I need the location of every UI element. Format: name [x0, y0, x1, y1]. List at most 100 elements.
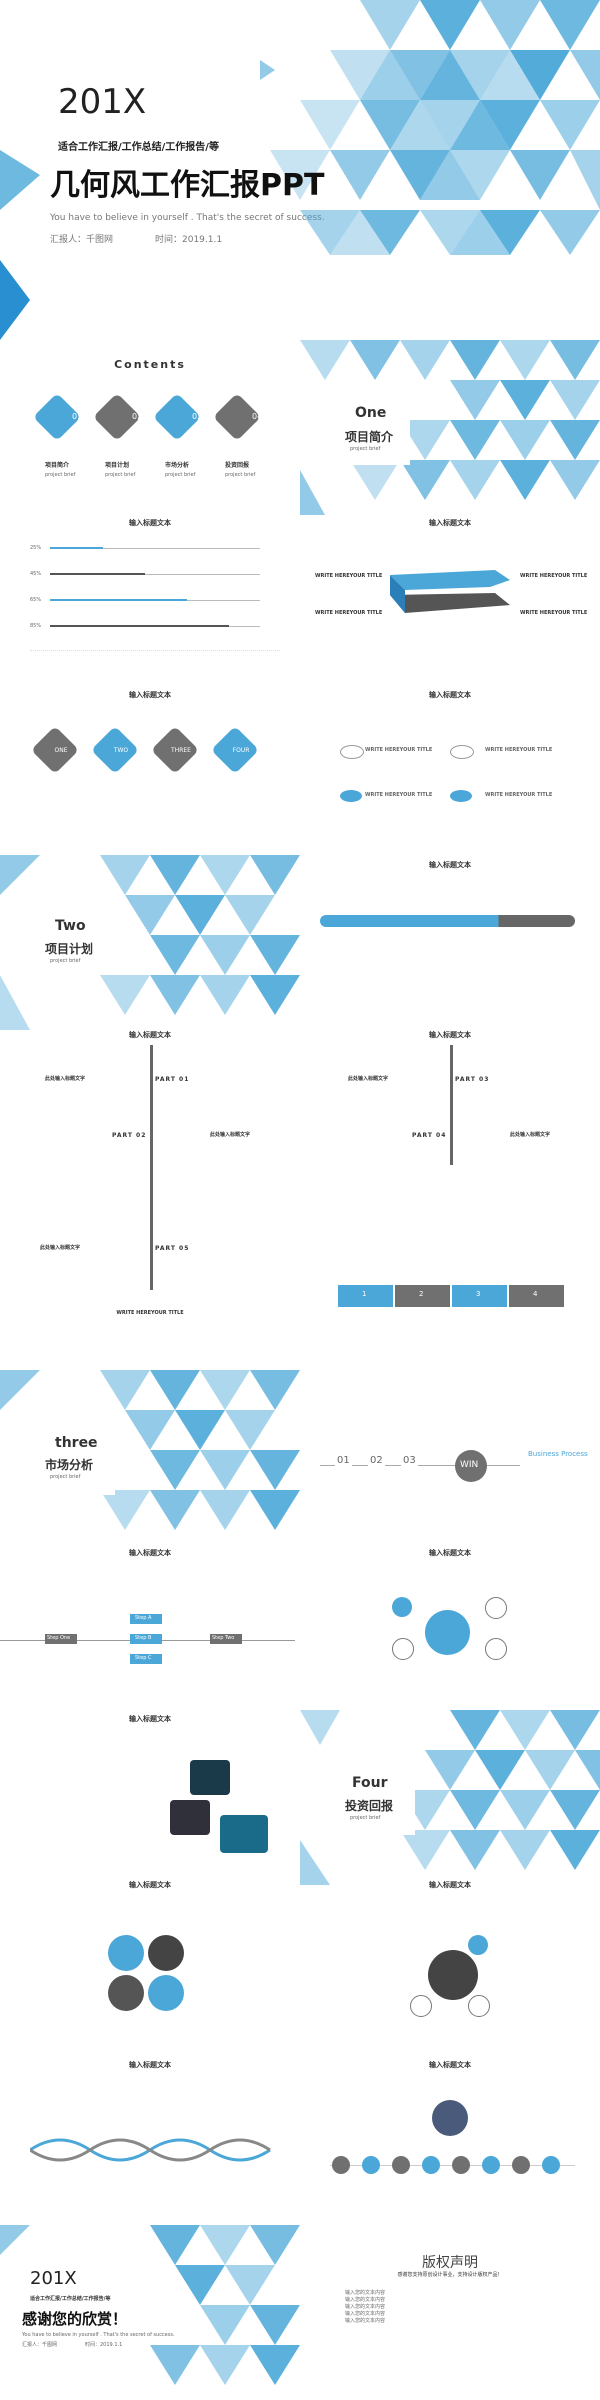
thanks-year: 201X: [30, 2268, 77, 2289]
contents-sub-2: project brief: [105, 472, 136, 478]
ribbon-title-1: WRITE HEREYOUR TITLE: [315, 573, 383, 579]
cloud-title-3: WRITE HEREYOUR TITLE: [365, 792, 433, 798]
stepbox-3[interactable]: [130, 1634, 162, 1644]
section2-sub: project brief: [50, 958, 81, 964]
cloud-title-4: WRITE HEREYOUR TITLE: [485, 792, 553, 798]
section2-pattern: [0, 855, 300, 1030]
process-win-badge[interactable]: [455, 1450, 487, 1482]
dna-caption: 输入标题文本: [129, 2061, 171, 2069]
diamonds-caption: 输入标题文本: [129, 691, 171, 699]
stepboxes-caption: 输入标题文本: [129, 1549, 171, 1557]
timeline-axis: [150, 1045, 153, 1290]
stepbox-label-1: Step One: [47, 1635, 71, 1641]
ribbon-title-2: WRITE HEREYOUR TITLE: [315, 610, 383, 616]
steps-row: 1 2 3 4: [338, 1285, 564, 1307]
radial-center: [425, 1610, 470, 1655]
cloud-icon-3: [340, 790, 362, 802]
ribbon-graphic: [390, 570, 510, 613]
cloud-icon-4: [450, 790, 472, 802]
cover-title: 几何风工作汇报PPT: [50, 168, 325, 203]
photo-circle-1: [108, 1935, 144, 1971]
progress-fill-3: [50, 599, 187, 601]
stepbox-1[interactable]: [45, 1634, 77, 1644]
slider-bar[interactable]: [320, 915, 575, 927]
process-line: [320, 1465, 520, 1466]
step-num-3: 3: [476, 1290, 481, 1298]
timeline-footer: WRITE HEREYOUR TITLE: [116, 1310, 184, 1316]
orbit-icon-3[interactable]: [410, 1995, 432, 2017]
cover-slogan-line: You have to believe in yourself . That's…: [50, 213, 325, 223]
section3-num: three: [55, 1435, 98, 1451]
cover-subtitle: 适合工作汇报/工作总结/工作报告/等: [58, 142, 219, 153]
step-box-4[interactable]: [509, 1285, 564, 1307]
stepbox-2[interactable]: [130, 1614, 162, 1624]
contents-label-2: 项目计划: [105, 462, 130, 469]
slider-caption: 输入标题文本: [429, 861, 471, 869]
step-box-1[interactable]: [338, 1285, 393, 1307]
contents-label-4: 投资回报: [225, 462, 250, 469]
stepbox-label-2: Step A: [135, 1615, 152, 1621]
icons-caption: 输入标题文本: [429, 2061, 471, 2069]
row-icon-5[interactable]: [452, 2156, 470, 2174]
process-num-2: 02: [368, 1455, 385, 1466]
section4-panel: [335, 1765, 415, 1835]
row-icon-7[interactable]: [512, 2156, 530, 2174]
stepbox-label-5: Step Two: [212, 1635, 235, 1641]
step-num-4: 4: [533, 1290, 538, 1298]
copyright-line-2: 输入您的文本内容: [345, 2297, 386, 2303]
timeline-heading-1: 此处输入标题文字: [45, 1076, 86, 1082]
cover-slide: 201X 适合工作汇报/工作总结/工作报告/等 几何风工作汇报PPT You h…: [0, 0, 600, 210]
radial-icon-1[interactable]: [392, 1597, 412, 1617]
contents-items: 01 02 03 04 项目简介 项目计划 市场分析 投资回报 project …: [30, 390, 280, 490]
row-icon-8[interactable]: [542, 2156, 560, 2174]
progress-fill-1: [50, 547, 103, 549]
process-num-3: 03: [401, 1455, 418, 1466]
radial-icon-4[interactable]: [485, 1638, 507, 1660]
progress-label-3: 65%: [30, 597, 42, 603]
ribbon-caption: 输入标题文本: [429, 519, 471, 527]
contents-title: Contents: [114, 358, 186, 371]
copyright-line-3: 输入您的文本内容: [345, 2304, 386, 2310]
diamond-two-label: TWO: [113, 747, 129, 754]
timeline-heading-2: 此处输入标题文字: [210, 1132, 251, 1138]
contents-sub-4: project brief: [225, 472, 256, 478]
process-win-label: WIN: [460, 1460, 479, 1470]
product-image-2: [170, 1800, 210, 1835]
copyright-line-5: 输入您的文本内容: [345, 2318, 386, 2324]
timeline-heading-5: 此处输入标题文字: [40, 1245, 81, 1251]
row-icon-4[interactable]: [422, 2156, 440, 2174]
row-icon-2[interactable]: [362, 2156, 380, 2174]
circles-caption: 输入标题文本: [129, 1881, 171, 1889]
thanks-pattern: [0, 2225, 300, 2385]
step-box-2[interactable]: [395, 1285, 450, 1307]
stepbox-4[interactable]: [130, 1654, 162, 1664]
radial-icon-3[interactable]: [485, 1597, 507, 1619]
timeline-part-3: PART 03: [455, 1076, 490, 1083]
row-icon-3[interactable]: [392, 2156, 410, 2174]
cover-left-blue-triangle: [0, 260, 30, 340]
step-num-2: 2: [419, 1290, 424, 1298]
row-icon-1[interactable]: [332, 2156, 350, 2174]
step-box-3[interactable]: [452, 1285, 507, 1307]
progress-track-1: [50, 548, 260, 549]
section1-num: One: [355, 405, 387, 421]
timeline2-axis: [450, 1045, 453, 1165]
progress-fill-2: [50, 573, 145, 575]
orbit-icon-2[interactable]: [468, 1995, 490, 2017]
stepbox-5[interactable]: [210, 1634, 242, 1644]
radial-icon-2[interactable]: [392, 1638, 414, 1660]
product-image-3: [220, 1815, 268, 1853]
timeline-part-2: PART 02: [112, 1132, 147, 1139]
dna-helix: [30, 2138, 271, 2162]
timeline-part-4: PART 04: [412, 1132, 447, 1139]
process-label: Business Process: [528, 1450, 588, 1458]
cover-bottom-pattern: [300, 210, 600, 255]
orbit-icon-1[interactable]: [468, 1935, 488, 1955]
row-icon-6[interactable]: [482, 2156, 500, 2174]
diamond-four-label: FOUR: [232, 747, 250, 754]
thanks-subtitle: 适合工作汇报/工作总结/工作报告/等: [30, 2296, 111, 2302]
timeline-caption: 输入标题文本: [129, 1031, 171, 1039]
section1-sub: project brief: [350, 446, 381, 452]
section2-panel: [35, 905, 115, 975]
avatar-photo: [432, 2100, 468, 2136]
